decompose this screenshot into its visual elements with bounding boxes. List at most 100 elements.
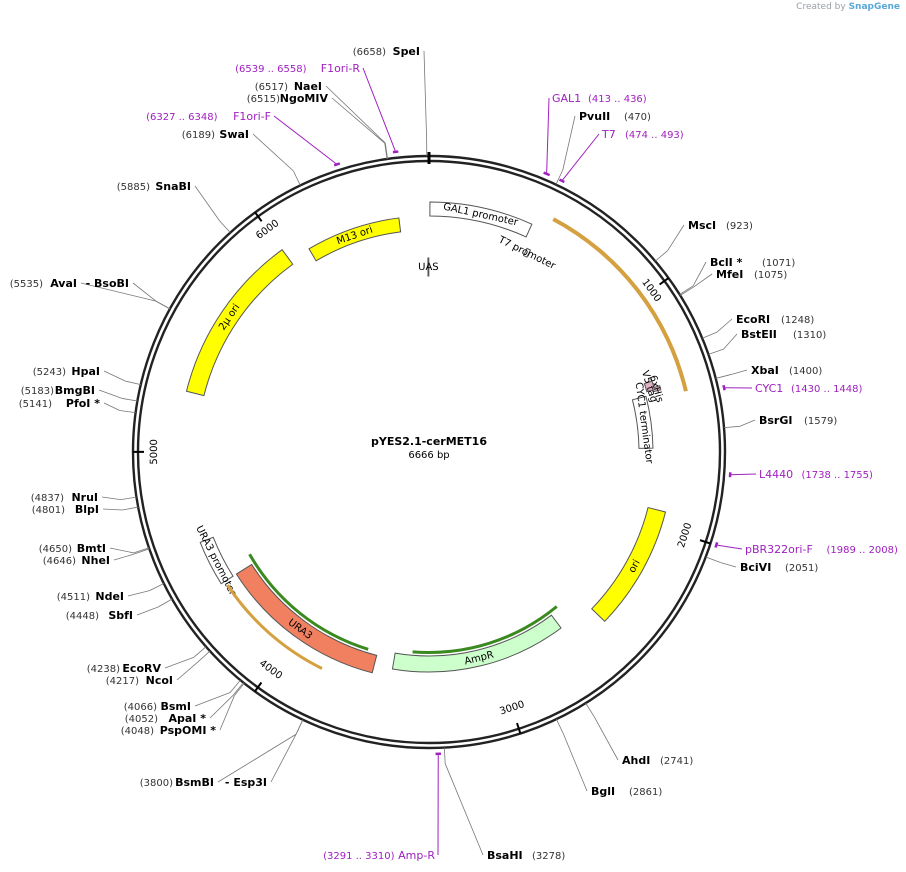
enzyme-hpai[interactable]: HpaI (5243) <box>33 365 100 378</box>
enzyme-position: (1310) <box>793 330 826 341</box>
primer-f1ori-r[interactable]: F1ori-R(6539 .. 6558) <box>235 62 360 75</box>
enzyme-mfei[interactable]: MfeI(1075) <box>716 268 787 281</box>
enzyme-nhei[interactable]: NheI(4646) <box>43 554 110 567</box>
enzyme-name: - BsoBI <box>86 277 129 290</box>
enzyme-bsmi[interactable]: BsmI(4066) <box>124 700 191 713</box>
enzyme-name: HpaI <box>71 365 100 378</box>
feature-uas <box>427 257 430 277</box>
enzyme-leader <box>555 169 564 185</box>
enzyme-leader <box>723 333 738 350</box>
primer-mark <box>333 162 341 167</box>
enzyme-leader <box>233 683 245 697</box>
enzyme-leader <box>295 719 304 735</box>
enzyme-name: XbaI <box>751 364 779 377</box>
primer-range: (6327 .. 6348) <box>146 112 218 123</box>
enzyme-ahdi[interactable]: AhdI(2741) <box>622 754 693 767</box>
primer-cyc1[interactable]: CYC1(1430 .. 1448) <box>755 382 863 395</box>
enzyme-name: BmgBI <box>55 384 95 397</box>
enzyme-bmgbi[interactable]: BmgBI(5183) <box>21 384 95 397</box>
primer-pbr322ori-f[interactable]: pBR322ori-F(1989 .. 2008) <box>745 543 898 556</box>
enzyme-ngomiv[interactable]: NgoMIV(6515) <box>247 92 329 105</box>
primer-f1ori-f[interactable]: F1ori-F(6327 .. 6348) <box>146 110 271 123</box>
enzyme-apai-[interactable]: ApaI *(4052) <box>125 712 206 725</box>
enzyme-spei[interactable]: SpeI(6658) <box>353 45 420 58</box>
primer-range: (3291 .. 3310) <box>323 851 395 862</box>
primer-mark <box>722 384 726 391</box>
enzyme-pspomi-[interactable]: PspOMI *(4048) <box>121 724 217 737</box>
enzyme-position: (6515) <box>247 94 280 105</box>
enzyme-snabi[interactable]: SnaBI(5885) <box>117 180 191 193</box>
plasmid-name: pYES2.1-cerMET16 <box>371 435 487 448</box>
enzyme-leader <box>423 50 428 141</box>
primer-l4440[interactable]: L4440(1738 .. 1755) <box>759 468 873 481</box>
enzyme-swai[interactable]: SwaI(6189) <box>182 128 249 141</box>
enzyme-avai[interactable]: AvaI(5535) <box>10 277 77 290</box>
primer-range: (1738 .. 1755) <box>802 470 874 481</box>
feature-ampr <box>391 614 562 673</box>
enzyme-ecorv[interactable]: EcoRV(4238) <box>87 662 162 675</box>
primer-t7[interactable]: T7(474 .. 493) <box>601 128 684 141</box>
enzyme-leader <box>136 606 159 616</box>
enzyme-leader <box>122 506 139 511</box>
primer-range: (1989 .. 2008) <box>827 545 899 556</box>
enzyme-position: (923) <box>726 221 753 232</box>
enzyme-ndei[interactable]: NdeI (4511) <box>57 590 124 603</box>
enzyme-position: (5885) <box>117 182 150 193</box>
enzyme-naei[interactable]: NaeI(6517) <box>255 80 322 93</box>
primer-name: Amp-R <box>398 849 435 862</box>
enzyme-bgli[interactable]: BglI(2861) <box>591 785 662 798</box>
enzyme-leader <box>121 397 138 402</box>
enzyme-bsrgi[interactable]: BsrGI(1579) <box>759 414 837 427</box>
enzyme-name: BsmBI <box>175 776 214 789</box>
tick-label: 4000 <box>257 658 284 682</box>
enzyme-leader <box>585 702 595 717</box>
enzyme-position: (4511) <box>57 592 90 603</box>
enzyme-name: NdeI <box>95 590 124 603</box>
enzyme--bsobi[interactable]: - BsoBI <box>86 277 129 290</box>
enzyme-blpi[interactable]: BlpI(4801) <box>32 503 99 516</box>
enzyme-name: NheI <box>81 554 110 567</box>
enzyme-ecori[interactable]: EcoRI(1248) <box>736 313 814 326</box>
enzyme-leader <box>109 547 134 554</box>
enzyme-sbfi[interactable]: SbfI(4448) <box>66 609 133 622</box>
enzyme-leader <box>325 85 386 144</box>
enzyme-leader <box>119 410 136 414</box>
enzyme-bmti[interactable]: BmtI(4650) <box>39 542 106 555</box>
enzyme-bsmbi[interactable]: BsmBI(3800) <box>140 776 214 789</box>
enzyme-position: (5183) <box>21 386 54 397</box>
enzyme-name: NaeI <box>294 80 322 93</box>
feature-m13-ori <box>308 217 402 262</box>
primer-gal1[interactable]: GAL1(413 .. 436) <box>552 92 647 105</box>
enzyme-leader <box>667 224 685 252</box>
enzyme-position: (5243) <box>33 367 66 378</box>
enzyme-bcivi[interactable]: BciVI(2051) <box>740 561 818 574</box>
enzyme-xbai[interactable]: XbaI(1400) <box>751 364 822 377</box>
primer-amp-r[interactable]: Amp-R(3291 .. 3310) <box>323 849 435 862</box>
enzyme-position: (4650) <box>39 544 72 555</box>
enzyme-leader <box>384 143 388 159</box>
enzyme-leader <box>176 661 199 681</box>
enzyme-leader <box>716 318 733 333</box>
enzyme-ncoi[interactable]: NcoI(4217) <box>106 674 173 687</box>
enzyme-pvuii[interactable]: PvuII(470) <box>579 110 651 123</box>
enzyme-leader <box>102 508 123 511</box>
enzyme-bsteii[interactable]: BstEII(1310) <box>741 328 826 341</box>
tick-mark <box>254 211 263 222</box>
enzyme-nrui[interactable]: NruI(4837) <box>31 491 98 504</box>
enzyme-name: BclI * <box>710 256 743 269</box>
enzyme-name: NruI <box>71 491 98 504</box>
enzyme--esp3i[interactable]: - Esp3I <box>225 776 267 789</box>
enzyme-bsahi[interactable]: BsaHI(3278) <box>487 849 565 862</box>
primer-leader <box>546 97 550 174</box>
enzyme-leader <box>113 553 135 561</box>
enzyme-bcli-[interactable]: BclI *(1071) <box>710 256 795 269</box>
enzyme-leader <box>80 282 157 302</box>
enzyme-position: (4217) <box>106 676 139 687</box>
enzyme-leader <box>133 547 150 554</box>
primer-mark <box>714 542 719 548</box>
enzyme-leader <box>197 650 211 663</box>
enzyme-msci[interactable]: MscI(923) <box>688 219 753 232</box>
enzyme-position: (4238) <box>87 664 120 675</box>
enzyme-pfoi-[interactable]: PfoI *(5141) <box>19 397 100 410</box>
